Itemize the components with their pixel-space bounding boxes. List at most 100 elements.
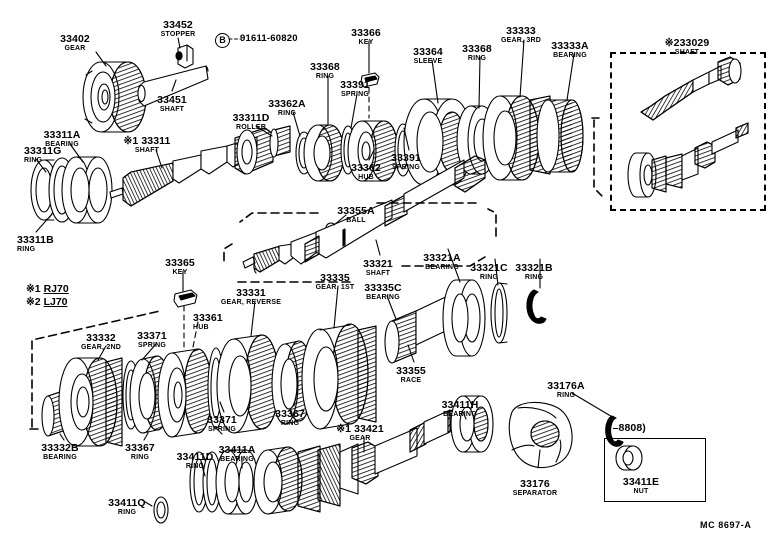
part-name: RING: [280, 420, 300, 427]
part-number: 33367: [125, 442, 155, 454]
part-shape-33365: [173, 289, 198, 308]
part-number: ※1 33421: [336, 423, 384, 435]
part-name: SPRING: [207, 426, 237, 433]
part-name: RING: [17, 246, 36, 253]
part-name: KEY: [172, 269, 188, 276]
part-number: 33402: [60, 33, 90, 45]
part-name: RING: [117, 509, 137, 516]
part-name: ROLLER: [236, 124, 266, 131]
part-number: 33365: [165, 257, 195, 269]
part-number: 33364: [413, 46, 443, 58]
part-name: GEAR, 3RD: [501, 37, 541, 44]
inset-33029-name: SHAFT: [674, 49, 700, 56]
inset-date-range: ( –8808): [606, 422, 646, 434]
part-name: RING: [130, 454, 150, 461]
part-number: 33321A: [423, 252, 461, 264]
part-number: 33411Q: [108, 497, 146, 509]
part-number: 33391: [391, 152, 421, 164]
inset-33411E-number: 33411E: [622, 476, 660, 488]
part-shape-33321: [242, 155, 486, 274]
part-name: BEARING: [45, 141, 79, 148]
part-shape-33321C: [490, 282, 508, 344]
part-number: 33368: [310, 61, 340, 73]
part-shape-33368-a: [303, 124, 345, 182]
inset-33029-number: 33029: [679, 37, 710, 49]
part-name: RING: [24, 157, 43, 164]
part-number: 33362A: [268, 98, 306, 110]
part-shape-33029-lower: [627, 122, 749, 198]
part-number: 33311G: [24, 145, 62, 157]
inset-33411E-name: NUT: [633, 488, 649, 495]
part-shape-33176: [508, 401, 573, 469]
part-shape-33321A: [442, 279, 486, 357]
part-name: KEY: [358, 39, 374, 46]
legend-mark-1: ※1: [26, 283, 41, 295]
inset-label-8808: ( –8808): [606, 423, 646, 434]
part-name: SLEEVE: [413, 58, 443, 65]
part-number: 33335C: [364, 282, 402, 294]
part-name: BEARING: [43, 454, 77, 461]
part-number: 33335: [320, 272, 350, 284]
part-shape-33411D: [189, 451, 222, 513]
bolt-marker-icon: B: [215, 33, 230, 48]
part-number: 33355: [396, 365, 426, 377]
part-shape-33321B: [526, 289, 547, 324]
part-shape-33366: [360, 72, 380, 88]
part-number: ※1 33311: [123, 135, 171, 147]
part-shape-33335: [301, 323, 377, 430]
part-name: RING: [524, 274, 544, 281]
part-number: 33311A: [43, 129, 81, 141]
part-name: GEAR, REVERSE: [220, 299, 282, 306]
part-name: BEARING: [425, 264, 459, 271]
part-number: 33367: [275, 408, 305, 420]
part-name: SPRING: [391, 164, 421, 171]
part-shape-33029-upper: [640, 56, 742, 121]
part-number: 33452: [163, 19, 193, 31]
part-name: SHAFT: [365, 270, 391, 277]
part-number: 33331: [236, 287, 266, 299]
part-shape-33331: [216, 334, 280, 434]
part-name: SPRING: [340, 91, 370, 98]
part-number: 33391: [340, 79, 370, 91]
part-name: STOPPER: [160, 31, 196, 38]
part-number: 33321: [363, 258, 393, 270]
part-name: RACE: [400, 377, 422, 384]
part-number: 33321B: [515, 262, 553, 274]
legend-value-1: RJ70: [43, 283, 69, 295]
part-number: 33311D: [232, 112, 270, 124]
part-number: 33362: [351, 162, 381, 174]
part-number: 33176A: [547, 380, 585, 392]
